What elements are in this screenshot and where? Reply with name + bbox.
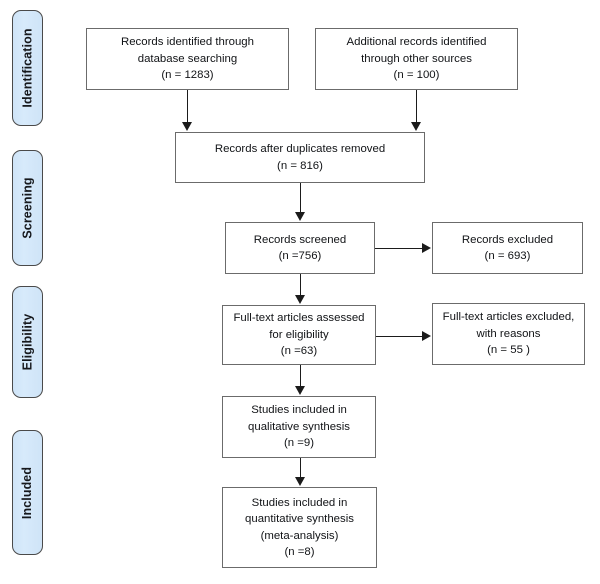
arrowhead-qualitative-to-quantitative [295, 477, 305, 486]
arrowhead-screened-to-excluded [422, 243, 431, 253]
arrowhead-fulltext-to-qualitative [295, 386, 305, 395]
connector-fulltext-to-excluded [376, 336, 423, 337]
connector-database-to-duplicates [187, 90, 188, 123]
connector-screened-to-fulltext [300, 274, 301, 296]
box-studies-qualitative-text: Studies included in qualitative synthesi… [248, 404, 350, 450]
box-records-screened-text: Records screened (n =756) [253, 233, 347, 263]
stage-label-screening-text: Screening [20, 177, 35, 239]
arrowhead-fulltext-to-excluded [422, 331, 431, 341]
arrowhead-duplicates-to-screened [295, 212, 305, 221]
stage-label-eligibility: Eligibility [12, 286, 43, 398]
box-records-identified-database: Records identified through database sear… [86, 28, 289, 90]
stage-label-included-text: Included [20, 466, 35, 519]
box-records-identified-other-text: Additional records identified through ot… [346, 36, 487, 82]
arrowhead-database-to-duplicates [182, 122, 192, 131]
connector-qualitative-to-quantitative [300, 458, 301, 479]
box-records-excluded-text: Records excluded (n = 693) [461, 233, 554, 263]
box-fulltext-assessed: Full-text articles assessed for eligibil… [222, 305, 376, 365]
stage-label-eligibility-text: Eligibility [20, 313, 35, 371]
stage-label-included: Included [12, 430, 43, 555]
box-records-identified-other: Additional records identified through ot… [315, 28, 518, 90]
connector-other-to-duplicates [416, 90, 417, 123]
box-records-excluded: Records excluded (n = 693) [432, 222, 583, 274]
box-records-after-duplicates: Records after duplicates removed (n = 81… [175, 132, 425, 183]
box-fulltext-assessed-text: Full-text articles assessed for eligibil… [233, 312, 365, 358]
box-studies-quantitative-text: Studies included in quantitative synthes… [245, 496, 354, 559]
box-fulltext-excluded: Full-text articles excluded, with reason… [432, 303, 585, 365]
stage-label-identification: Identification [12, 10, 43, 126]
stage-label-identification-text: Identification [20, 28, 35, 108]
box-fulltext-excluded-text: Full-text articles excluded, with reason… [442, 311, 575, 357]
box-records-after-duplicates-text: Records after duplicates removed (n = 81… [214, 143, 386, 172]
connector-duplicates-to-screened [300, 183, 301, 213]
arrowhead-other-to-duplicates [411, 122, 421, 131]
stage-label-screening: Screening [12, 150, 43, 266]
box-records-identified-database-text: Records identified through database sear… [121, 36, 254, 82]
arrowhead-screened-to-fulltext [295, 295, 305, 304]
connector-fulltext-to-qualitative [300, 365, 301, 387]
box-studies-qualitative: Studies included in qualitative synthesi… [222, 396, 376, 458]
box-records-screened: Records screened (n =756) [225, 222, 375, 274]
box-studies-quantitative: Studies included in quantitative synthes… [222, 487, 377, 568]
connector-screened-to-excluded [375, 248, 423, 249]
